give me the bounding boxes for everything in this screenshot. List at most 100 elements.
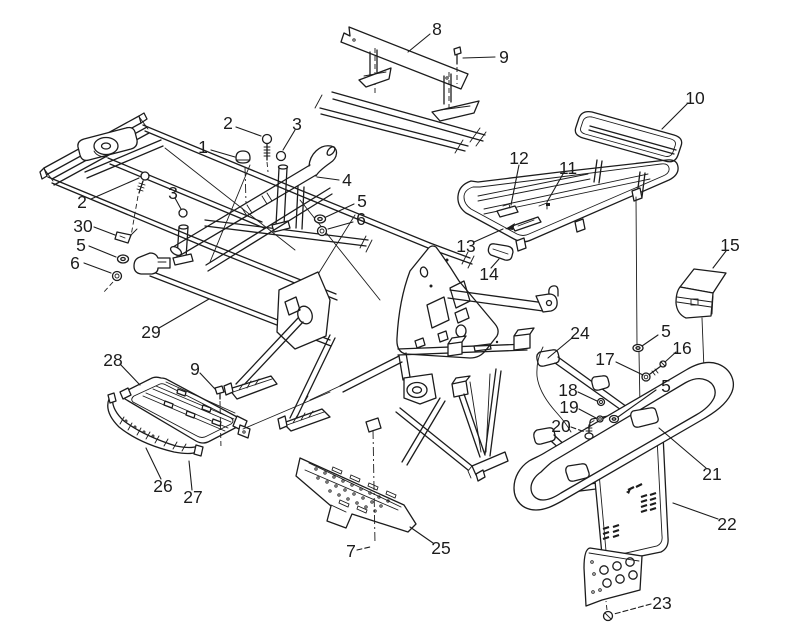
callout-label-21-34: 21: [702, 464, 721, 484]
nut-6-right: [316, 225, 328, 237]
brush-guard: [513, 361, 734, 622]
nut-17: [641, 372, 651, 382]
washer-5-lower: [608, 414, 620, 424]
callout-label-8-0: 8: [432, 19, 442, 39]
callout-label-22-35: 22: [717, 514, 736, 534]
callout-label-6-9: 6: [356, 209, 366, 229]
footpeg-mount-blades: [223, 375, 331, 432]
nut-6-left: [111, 270, 123, 282]
callout-label-5-8: 5: [357, 191, 367, 211]
bolt-23: [602, 600, 614, 622]
callout-leader-11-15: [546, 173, 564, 203]
callout-label-6-12: 6: [70, 253, 80, 273]
callout-leader-8-0: [407, 33, 431, 53]
callout-label-30-10: 30: [73, 216, 93, 236]
callout-label-19-32: 19: [559, 397, 578, 417]
callout-leader-28-20: [119, 363, 141, 386]
callout-leader-9-21: [199, 372, 216, 390]
callout-leader-23-36: [613, 603, 652, 615]
bolt-1: [235, 150, 251, 204]
callout-label-10-13: 10: [685, 88, 705, 108]
callout-label-16-29: 16: [672, 338, 691, 358]
callout-label-1-4: 1: [198, 137, 208, 157]
callout-leader-6-12: [83, 262, 112, 274]
callout-leader-18-30: [577, 391, 598, 402]
nut-3-mid: [178, 208, 188, 218]
nut-19: [596, 415, 604, 423]
callout-leader-25-25: [409, 526, 434, 544]
callout-label-12-14: 12: [509, 148, 528, 168]
callout-leader-7-24: [356, 546, 371, 551]
callout-leader-12-14: [510, 164, 520, 206]
callout-leader-14-17: [490, 258, 500, 269]
footrest-assembly: [107, 376, 331, 457]
callout-leader-5-8: [325, 203, 355, 218]
callout-leader-2-6: [90, 177, 140, 200]
callout-label-2-2: 2: [223, 113, 233, 133]
callout-leader-22-35: [672, 502, 719, 520]
callout-leader-6-9: [327, 221, 354, 230]
rack-bracket-11: [538, 202, 550, 210]
callout-leader-1-4: [210, 149, 236, 158]
callout-leader-30-10: [93, 226, 116, 236]
callout-leader-5-27: [641, 334, 659, 347]
storage-box-15: [675, 268, 727, 319]
centerline-7: [372, 429, 376, 545]
callout-label-25-25: 25: [431, 538, 450, 558]
nut-3-right: [275, 150, 287, 162]
skid-plate: [295, 429, 417, 545]
bolt-20: [584, 418, 598, 440]
steering-tube: [169, 145, 338, 272]
callout-label-28-20: 28: [103, 350, 122, 370]
callout-leader-17-28: [615, 361, 644, 376]
callout-label-26-22: 26: [153, 476, 172, 496]
callout-leader-5-11: [88, 245, 117, 258]
callout-leader-21-34: [658, 427, 707, 469]
callout-leader-9-1: [462, 56, 496, 59]
callout-label-14-17: 14: [479, 264, 499, 284]
callout-leader-3-7: [174, 197, 182, 210]
clip-30: [114, 228, 138, 244]
callout-leader-26-22: [145, 447, 162, 480]
callout-label-7-24: 7: [346, 541, 356, 561]
fasteners: [102, 133, 667, 440]
callout-leader-27-23: [188, 460, 193, 491]
callout-label-5-27: 5: [661, 321, 671, 341]
callout-leader-10-13: [661, 102, 689, 130]
rack-pad-12: [496, 205, 519, 218]
callout-leader-29-19: [158, 298, 210, 329]
screw-9-footrest: [214, 385, 225, 450]
washer-5-upper: [632, 343, 644, 353]
callout-leader-13-16: [473, 228, 504, 243]
callout-label-18-30: 18: [558, 380, 577, 400]
callout-label-17-28: 17: [595, 349, 614, 369]
skid-plate-holes: [314, 466, 397, 514]
callout-leader-24-26: [547, 337, 573, 359]
callout-leader-19-32: [578, 408, 597, 419]
callout-label-29-19: 29: [141, 322, 160, 342]
callout-label-3-3: 3: [292, 114, 302, 134]
guard-lower-plate: [583, 547, 643, 607]
main-frame: [39, 112, 559, 482]
callout-label-23-36: 23: [652, 593, 671, 613]
callout-label-24-26: 24: [570, 323, 590, 343]
callout-label-13-16: 13: [456, 236, 475, 256]
rack-slide-13: [505, 216, 542, 232]
callout-leader-20-33: [570, 426, 586, 433]
callout-leader-16-29: [664, 351, 677, 363]
bolt-2-left: [130, 171, 150, 237]
callout-label-9-21: 9: [190, 359, 200, 379]
callout-label-5-11: 5: [76, 235, 86, 255]
callout-label-2-6: 2: [77, 192, 87, 212]
callout-label-3-7: 3: [168, 183, 178, 203]
callout-label-5-31: 5: [661, 376, 671, 396]
callout-label-15-18: 15: [720, 235, 739, 255]
rear-support-bar-assembly: [314, 26, 487, 154]
callout-leader-5-31: [617, 389, 657, 418]
callout-label-9-1: 9: [499, 47, 509, 67]
rear-rack: [457, 110, 683, 261]
callout-leader-2-2: [235, 126, 262, 137]
